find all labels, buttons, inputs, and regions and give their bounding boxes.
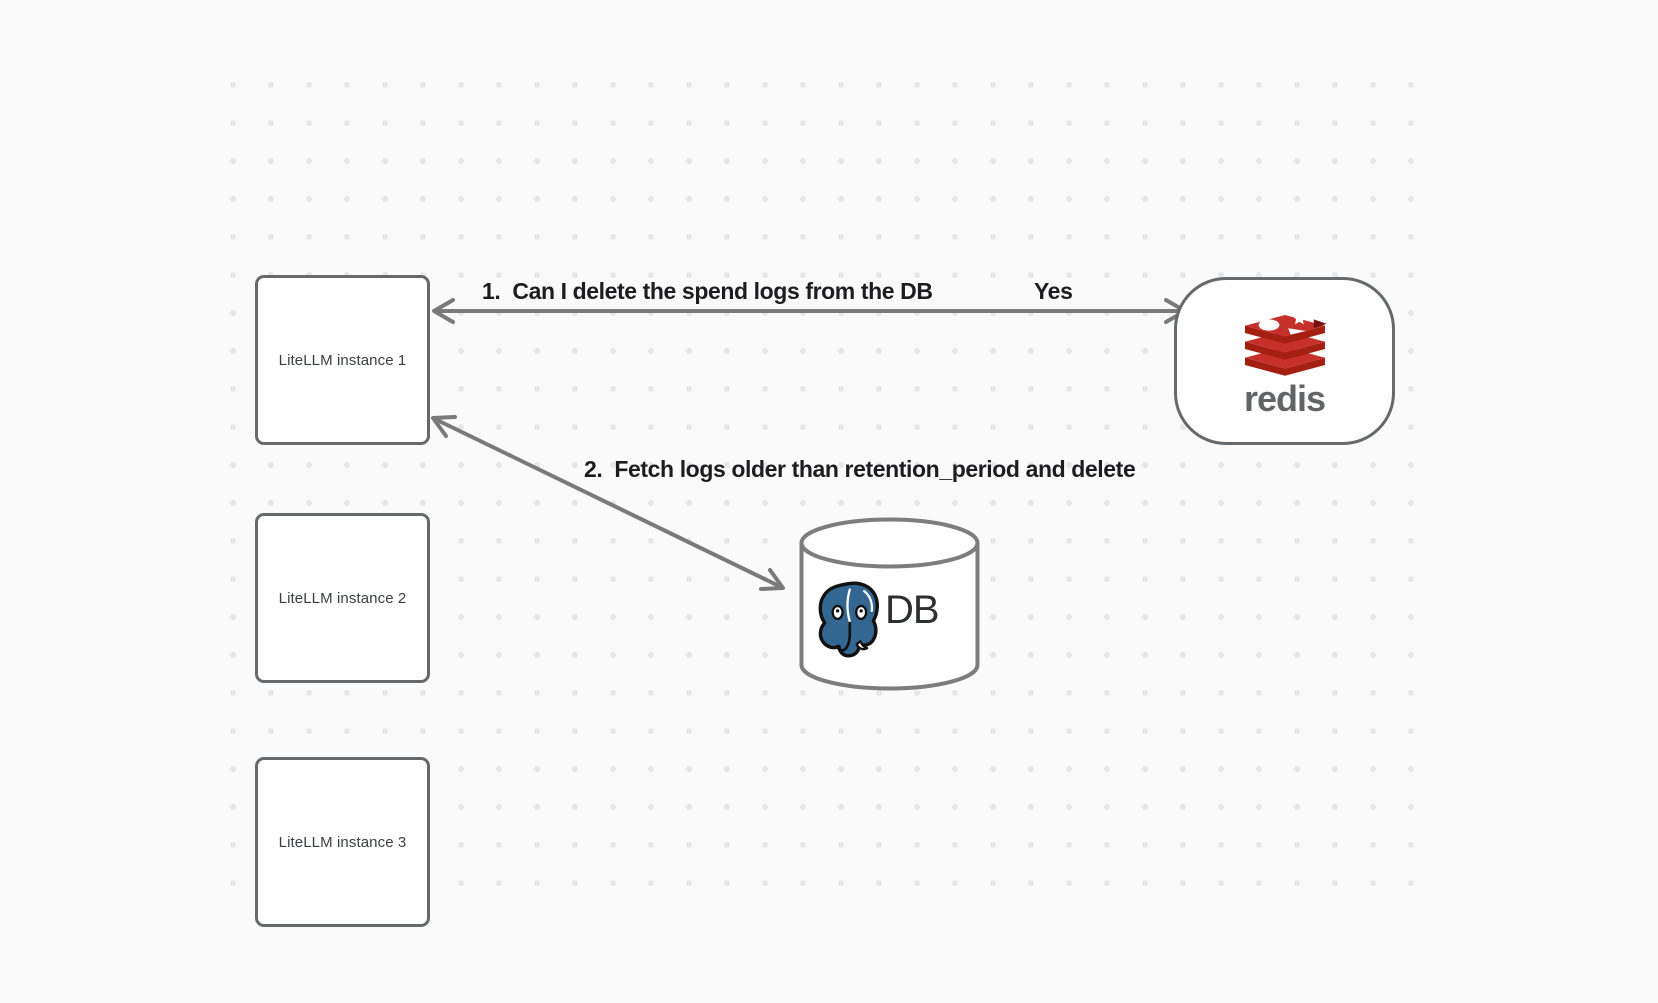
postgresql-elephant-icon	[818, 581, 879, 658]
arrow-instance1-db[interactable]	[431, 415, 785, 591]
redis-wordmark: redis	[1243, 378, 1326, 419]
arrow2-label: 2. Fetch logs older than retention_perio…	[584, 456, 1136, 482]
node-litellm-instance-3[interactable]: LiteLLM instance 3	[255, 757, 430, 927]
node-redis[interactable]: redis	[1174, 277, 1395, 445]
arrow1-response-label: Yes	[1034, 278, 1073, 304]
arrow1-label: 1. Can I delete the spend logs from the …	[482, 278, 933, 304]
node-label: LiteLLM instance 1	[278, 351, 407, 369]
node-label: LiteLLM instance 2	[278, 589, 407, 607]
node-litellm-instance-1[interactable]: LiteLLM instance 1	[255, 275, 430, 445]
node-litellm-instance-2[interactable]: LiteLLM instance 2	[255, 513, 430, 683]
node-label: LiteLLM instance 3	[278, 833, 407, 851]
redis-stack-icon	[1244, 310, 1327, 376]
db-label: DB	[885, 588, 940, 632]
